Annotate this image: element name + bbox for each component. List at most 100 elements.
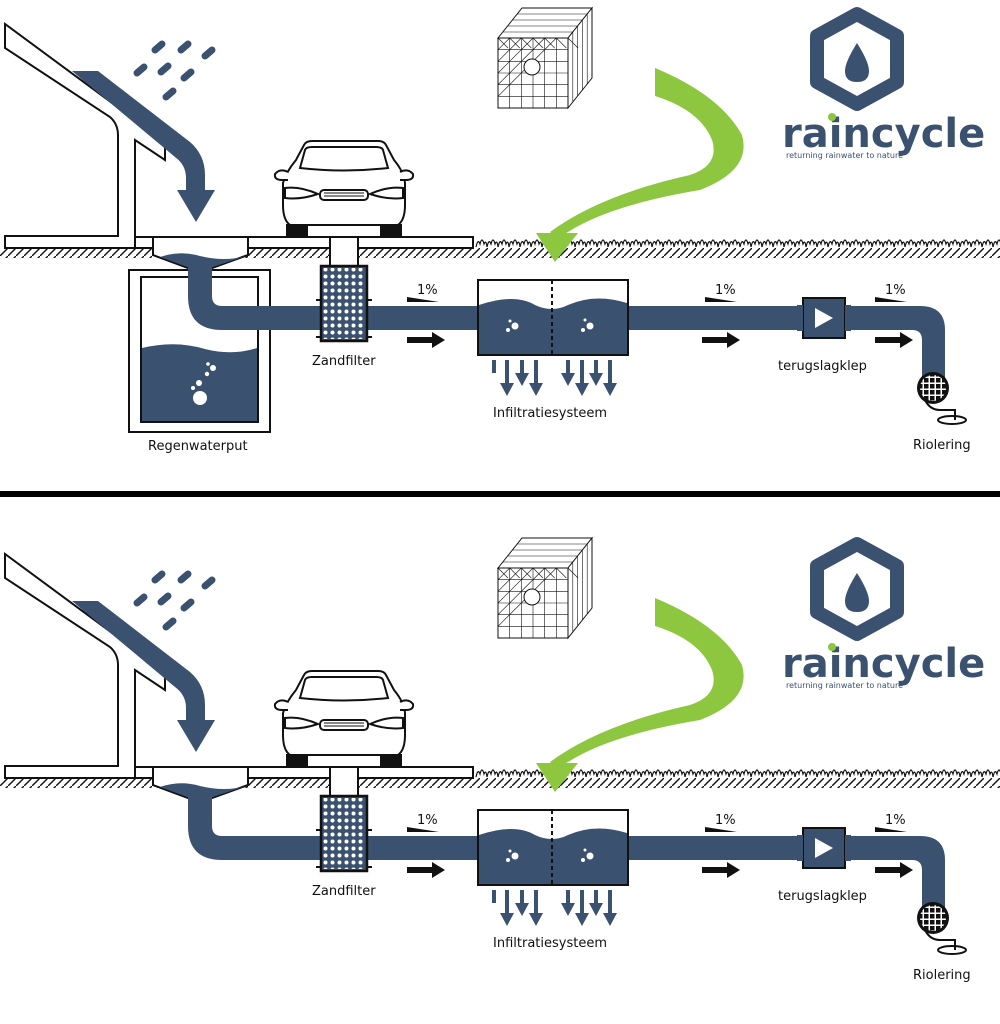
grass-tuft (497, 239, 510, 248)
ground-hatch (0, 248, 1000, 258)
green-flow-arrow-icon (536, 68, 744, 262)
label-sewer: Riolering (913, 968, 971, 983)
grass-tuft (970, 769, 983, 778)
grass-tuft (783, 769, 796, 778)
water-drop-hexagon-icon (810, 537, 904, 641)
car-icon (273, 140, 415, 238)
car-icon (273, 670, 415, 768)
grass-tuft (695, 239, 708, 248)
grass-tuft (849, 239, 862, 248)
grass-tuft (717, 769, 730, 778)
grass-tuft (530, 769, 543, 778)
grass-tuft (959, 239, 972, 248)
water-drop-hexagon-icon (810, 7, 904, 111)
grass-tuft (948, 239, 961, 248)
grass-tuft (662, 769, 675, 778)
green-flow-arrow-icon (536, 598, 744, 792)
brand-dot (828, 643, 836, 651)
grass-tuft (882, 769, 895, 778)
grass-tuft (717, 239, 730, 248)
svg-text:1%: 1% (715, 813, 736, 828)
grass-tuft (992, 239, 1000, 248)
grass-tuft (750, 239, 763, 248)
grass-tuft (728, 769, 741, 778)
grass-tuft (508, 239, 521, 248)
grass-tuft (640, 239, 653, 248)
slope-indicator: 1% (705, 813, 737, 832)
svg-text:1%: 1% (885, 813, 906, 828)
label-sand-filter: Zandfilter (312, 884, 376, 899)
label-rainwater-tank: Regenwaterput (148, 439, 248, 454)
grass-tuft (706, 769, 719, 778)
infiltration-crate-icon (496, 6, 594, 110)
grass-tuft (827, 769, 840, 778)
grass-tuft (618, 769, 631, 778)
grass-tuft (684, 769, 697, 778)
grass-tuft (585, 239, 598, 248)
brand-name: raincycle (782, 111, 985, 157)
grass-tuft (574, 239, 587, 248)
grass-tuft (904, 239, 917, 248)
grass-tuft (673, 769, 686, 778)
grass-tuft (618, 239, 631, 248)
grass-tuft (574, 769, 587, 778)
grass-tuft (739, 239, 752, 248)
sewer-drain-icon (917, 372, 967, 425)
grass-tuft (783, 239, 796, 248)
drainage-diagram: Zandfilter 1% 1% 1% (0, 536, 1000, 983)
arrow-right-icon (875, 332, 913, 348)
grass-tuft (772, 769, 785, 778)
check-valve-icon (797, 297, 851, 339)
grass-tuft (838, 769, 851, 778)
slope-indicator: 1% (875, 813, 907, 832)
grass-tuft (827, 239, 840, 248)
grass-tuft (893, 769, 906, 778)
roof-runoff-arrow-icon (72, 601, 215, 752)
grass-tuft (475, 239, 488, 248)
grass-tuft (497, 769, 510, 778)
svg-text:1%: 1% (715, 283, 736, 298)
grass-tuft (486, 769, 499, 778)
grass-tuft (871, 239, 884, 248)
grass-tuft (871, 769, 884, 778)
arrow-right-icon (407, 862, 445, 878)
infiltration-system (477, 279, 629, 396)
grass-tuft (651, 239, 664, 248)
grass-tuft (816, 239, 829, 248)
grass-tuft (662, 239, 675, 248)
brand-tagline: returning rainwater to nature (786, 151, 903, 160)
house-roof-icon (4, 552, 166, 779)
arrow-right-icon (875, 862, 913, 878)
grass-tuft (607, 769, 620, 778)
infiltration-system (477, 809, 629, 926)
grass-tuft (519, 769, 532, 778)
grass-tuft (728, 239, 741, 248)
sewer-drain-icon (917, 902, 967, 955)
grass-tuft (926, 239, 939, 248)
bubbles (191, 362, 216, 405)
grass-tuft (651, 769, 664, 778)
diagram-panel-with-tank: Zandfilter 1% 1% 1% (0, 0, 1000, 490)
grass-tuft (585, 769, 598, 778)
slope-indicator: 1% (407, 813, 439, 832)
slope-indicator: 1% (875, 283, 907, 302)
grass-tuft (684, 239, 697, 248)
label-infiltration-system: Infiltratiesysteem (493, 406, 607, 421)
grass-tuft (673, 239, 686, 248)
brand-logo: raincycle returning rainwater to nature (782, 537, 985, 690)
grass-tuft (750, 769, 763, 778)
grass-tuft (629, 769, 642, 778)
grass-tuft (805, 239, 818, 248)
brand-tagline: returning rainwater to nature (786, 681, 903, 690)
svg-text:1%: 1% (885, 283, 906, 298)
arrow-right-icon (702, 332, 740, 348)
ground-hatch (0, 778, 1000, 788)
infiltration-arrows (492, 360, 617, 396)
rain-icon (133, 570, 216, 631)
arrow-right-icon (407, 332, 445, 348)
slope-indicator: 1% (705, 283, 737, 302)
grass-tuft (937, 769, 950, 778)
label-infiltration-system: Infiltratiesysteem (493, 936, 607, 951)
grass-tuft (805, 769, 818, 778)
sand-filter (316, 236, 372, 343)
